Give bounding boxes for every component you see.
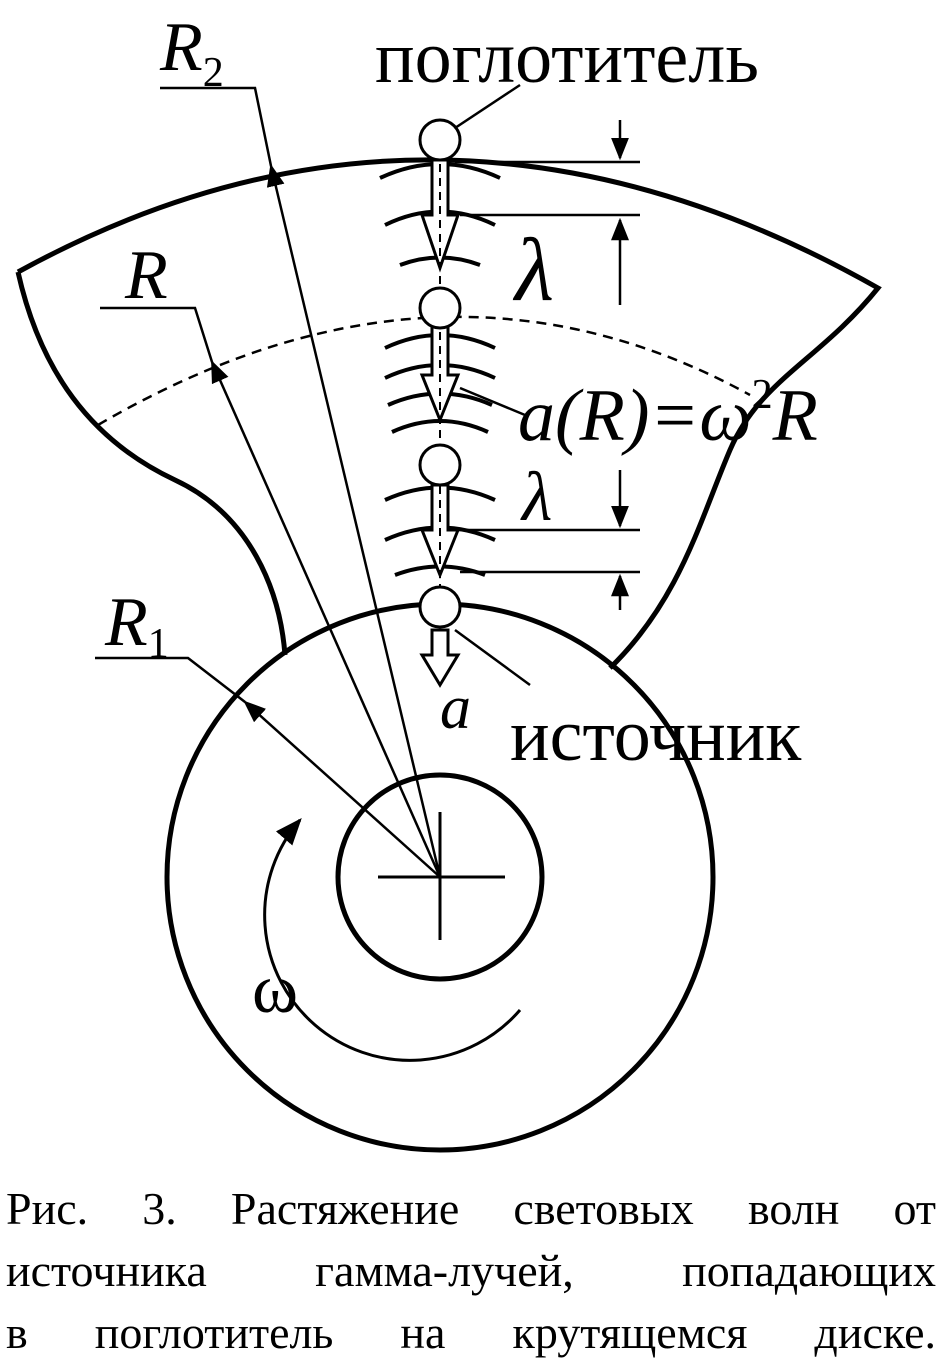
absorber-leader [454,83,521,130]
R-leader [100,306,214,363]
caption-line-3: в поглотитель на крутящемся диске. [6,1307,936,1358]
radius-R-dashed-arc [97,315,751,427]
label-R2: R2 [159,9,224,96]
middle-particle-2 [418,443,462,487]
label-R: R [124,237,168,314]
source-particle [418,585,462,629]
radius-R1-arrow [243,700,441,878]
label-omega: ω [252,951,298,1028]
label-lambda-bottom: λ [520,459,552,536]
source-leader [454,628,531,687]
particles [418,118,462,629]
R1-leader [95,656,246,703]
label-a: a [440,674,471,742]
figure-caption: Рис. 3. Растяжение световых волн от исто… [6,1178,936,1364]
wavelength-bottom-dims [455,470,640,610]
middle-particle-1 [418,286,462,330]
label-source: источник [510,695,802,777]
disk-sector-outline [15,157,882,670]
radius-R-arrow [210,359,442,878]
label-R1: R1 [104,584,169,667]
caption-line-2: источника гамма-лучей, попадающих [6,1245,936,1296]
absorber-particle [418,118,462,162]
hub-circle [335,772,545,982]
radius-R2-arrow [266,163,442,878]
caption-line-1: Рис. 3. Растяжение световых волн от [6,1183,936,1234]
label-lambda-top: λ [512,221,554,320]
label-acceleration: a(R)=ω2R [518,372,818,457]
label-absorber: поглотитель [375,17,759,99]
rotation-arrow [263,817,522,1062]
accel-leader [459,386,526,417]
R2-leader [160,86,273,167]
wavelength-top-dims [455,120,640,305]
